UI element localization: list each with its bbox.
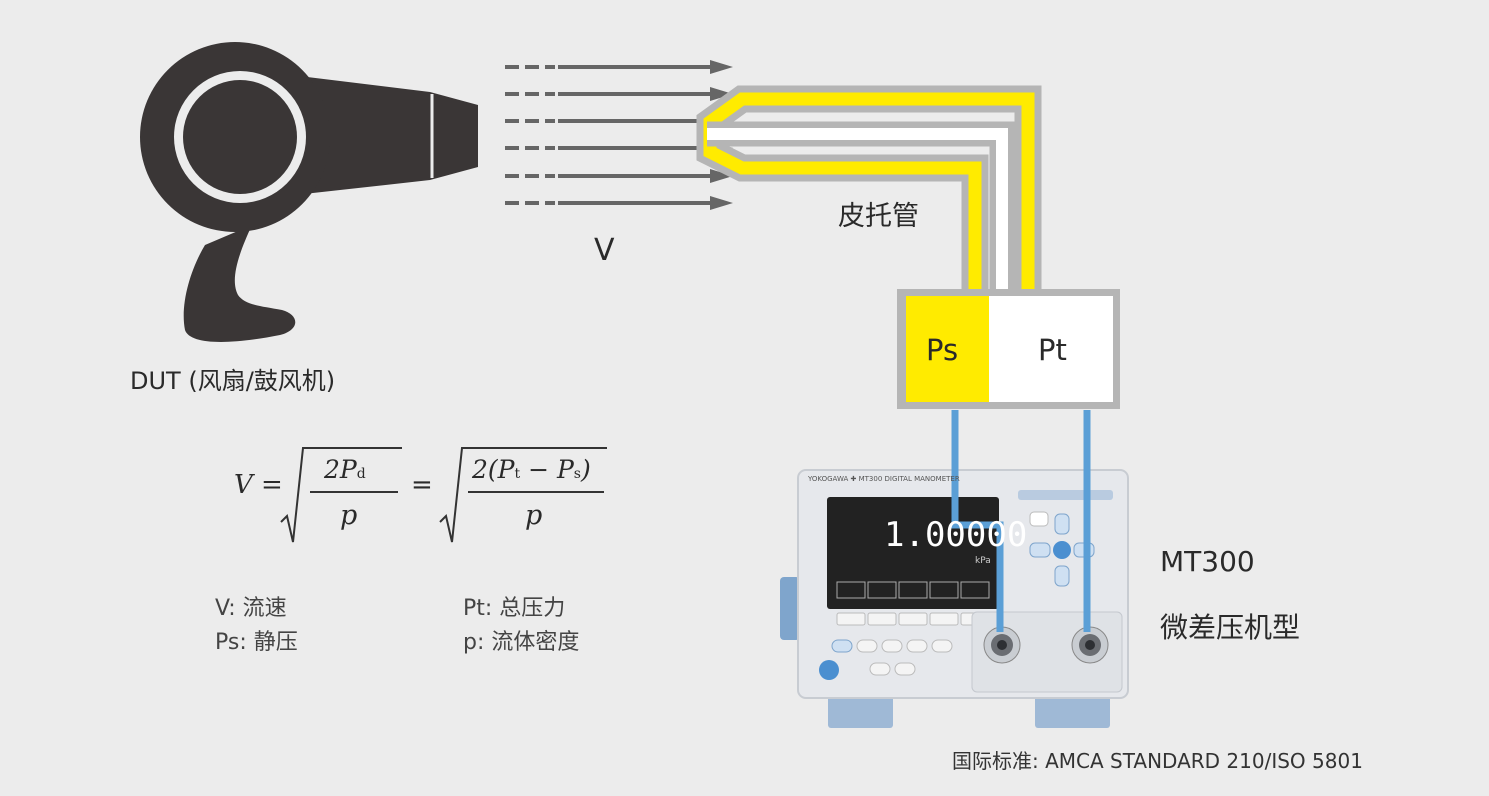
device-unit: kPa [975,556,991,566]
formula-graphics [280,447,607,543]
standard-label: 国际标准: AMCA STANDARD 210/ISO 5801 [952,749,1363,773]
formula-frac2-denominator: p [525,500,543,531]
dut-label: DUT (风扇/鼓风机) [130,367,336,395]
hair-dryer-fan-icon [140,42,478,342]
legend-total-pressure: Pt: 总压力 [463,596,566,621]
flow-arrow-icon [505,169,733,183]
flow-arrow-icon [505,87,733,101]
velocity-label: V [594,233,615,268]
flow-arrow-icon [505,196,733,210]
flow-arrow-icon [505,60,733,74]
differential-pressure-meter-icon [780,469,1129,728]
formula-equals: = [411,470,433,500]
formula-frac2-numerator: 2(Pt − Ps) [472,455,591,484]
pitot-tube-icon [696,85,1120,409]
device-model-label: MT300 [1160,545,1255,578]
device-type-label: 微差压机型 [1160,611,1301,644]
device-brand: YOKOGAWA ✚ MT300 DIGITAL MANOMETER [808,475,960,483]
legend-velocity: V: 流速 [215,596,287,621]
pt-label: Pt [1038,333,1067,367]
formula-frac1-denominator: p [340,500,358,531]
formula-frac1-numerator: 2Pd [324,455,366,484]
formula-lhs: V = [234,470,283,500]
device-reading: 1.00000 [884,515,1028,555]
pressure-hoses [951,410,1091,632]
legend-fluid-density: p: 流体密度 [463,630,580,655]
ps-label: Ps [926,333,959,367]
pitot-tube-label: 皮托管 [838,201,919,232]
legend-static-pressure: Ps: 静压 [215,630,298,655]
